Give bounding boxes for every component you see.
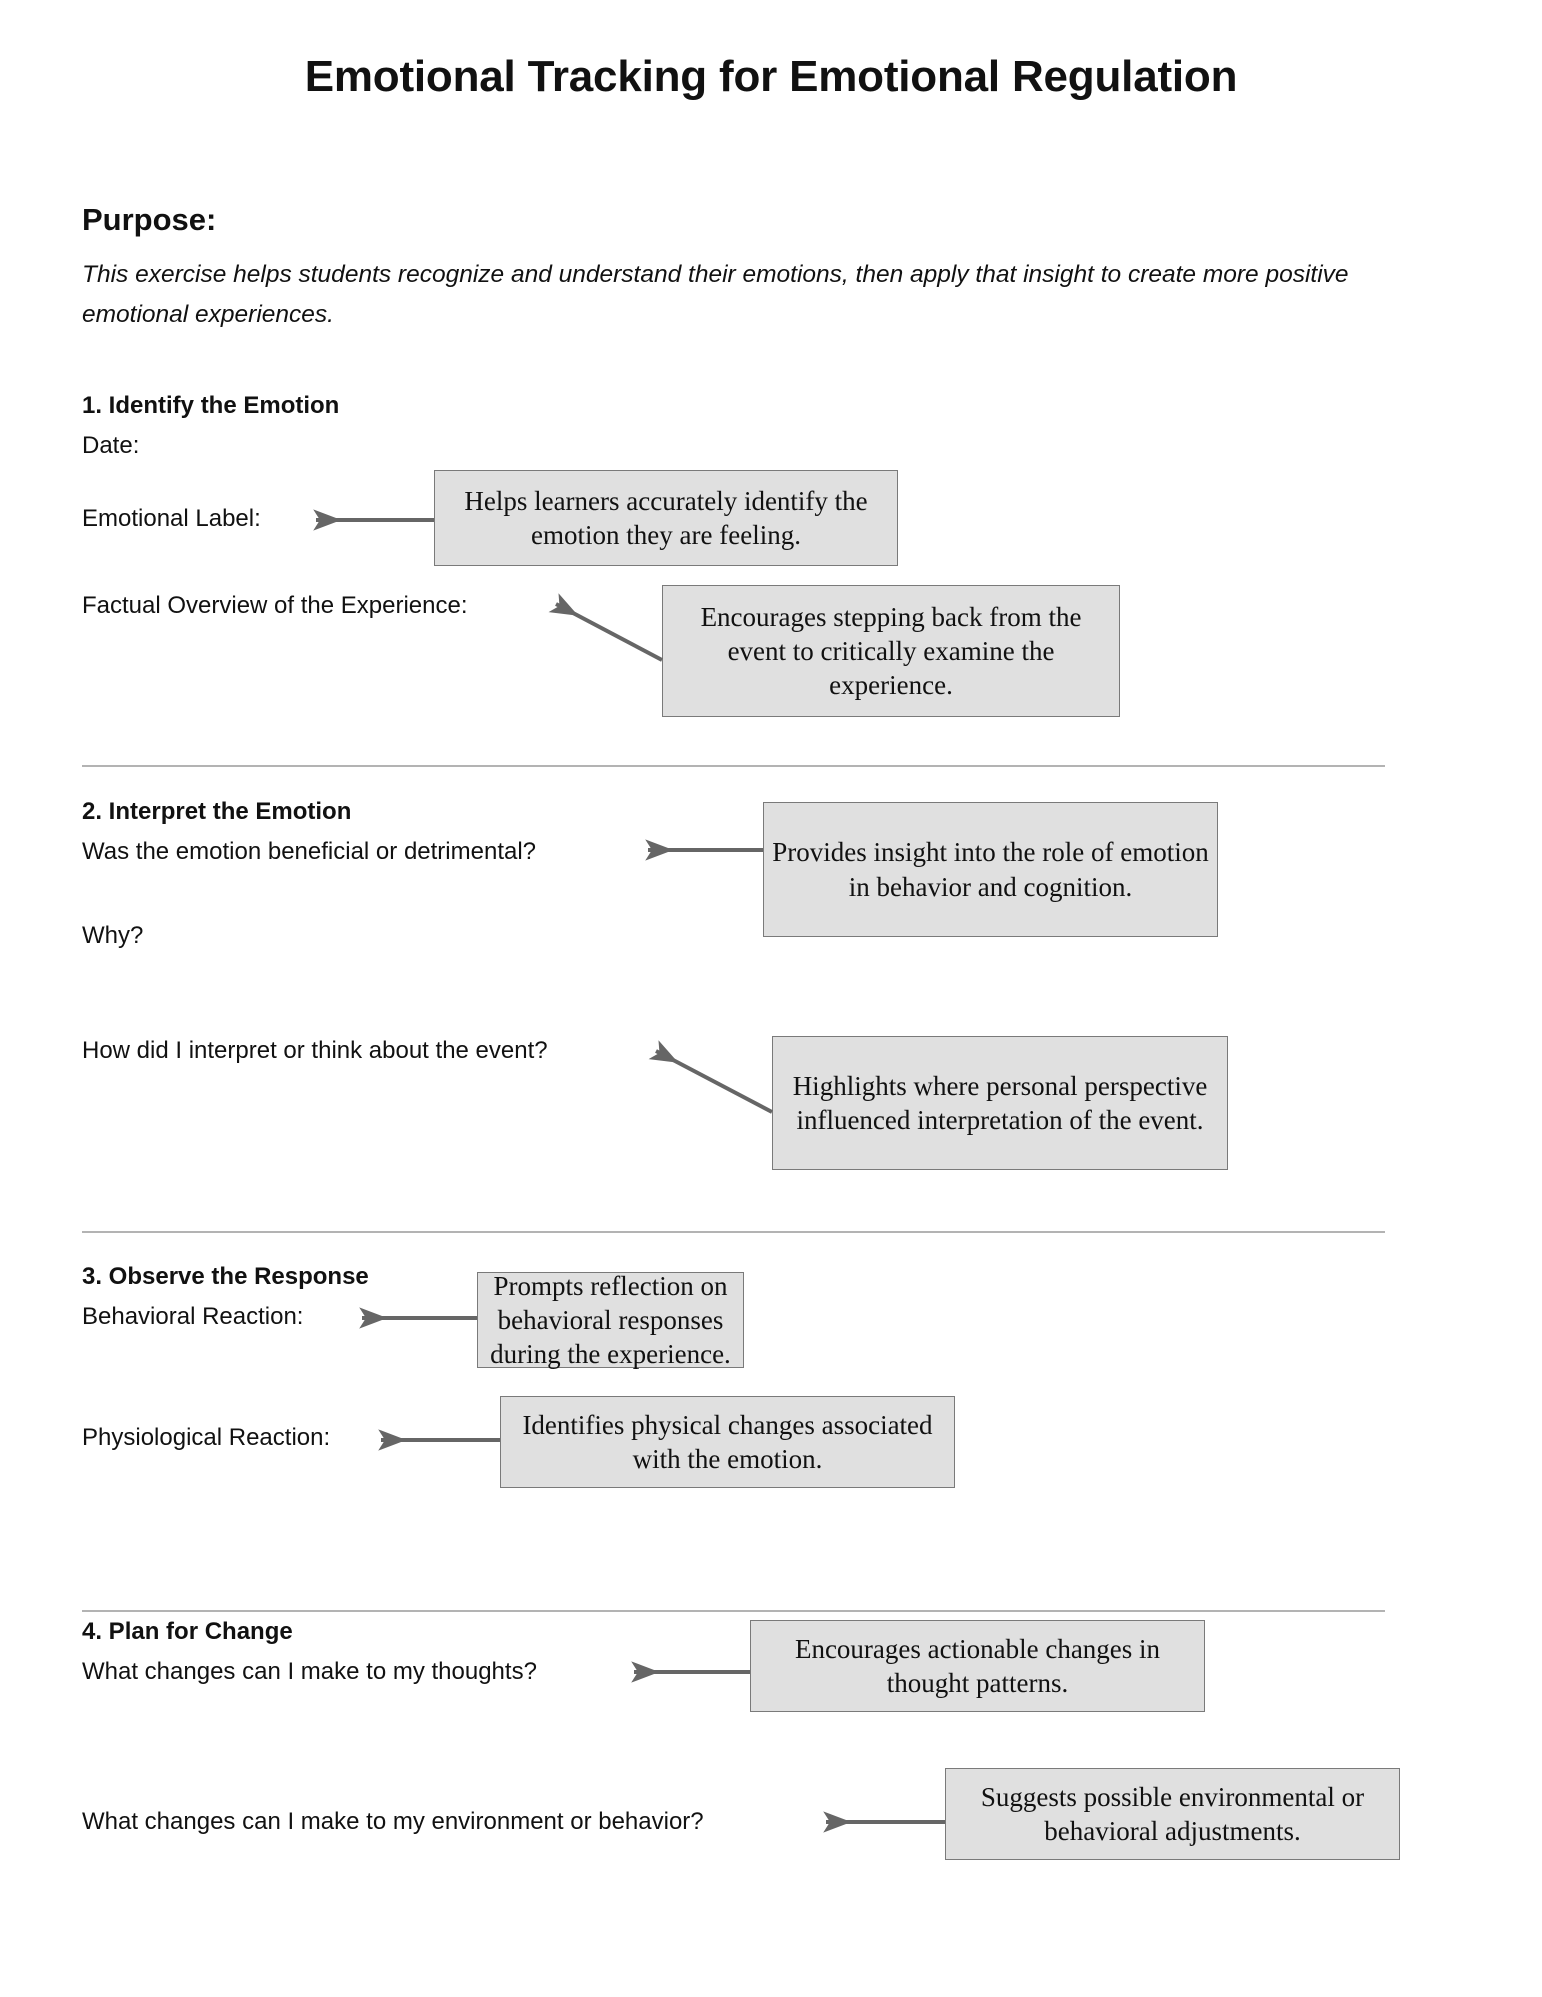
section-divider-2 [82, 1231, 1385, 1233]
callout-emotional-label-text: Helps learners accurately identify the e… [464, 485, 868, 550]
prompt-behavioral-reaction: Behavioral Reaction: [82, 1303, 304, 1330]
prompt-why: Why? [82, 922, 144, 949]
callout-interpretation: Highlights where personal perspective in… [772, 1036, 1228, 1170]
arrow-to-factual-overview [548, 593, 663, 662]
page-title: Emotional Tracking for Emotional Regulat… [304, 52, 1238, 101]
callout-physiological-reaction-text: Identifies physical changes associated w… [522, 1409, 933, 1474]
section-3-heading: 3. Observe the Response [82, 1263, 369, 1290]
callout-beneficial-detrimental: Provides insight into the role of emotio… [763, 802, 1218, 937]
callout-thought-changes: Encourages actionable changes in thought… [750, 1620, 1205, 1712]
callout-emotional-label: Helps learners accurately identify the e… [434, 470, 898, 566]
callout-factual-overview: Encourages stepping back from the event … [662, 585, 1120, 717]
callout-environment-changes: Suggests possible environmental or behav… [945, 1768, 1400, 1860]
section-1-heading: 1. Identify the Emotion [82, 392, 340, 419]
prompt-environment-changes: What changes can I make to my environmen… [82, 1808, 704, 1835]
purpose-heading: Purpose: [82, 202, 217, 237]
prompt-date: Date: [82, 432, 140, 459]
section-divider-1 [82, 765, 1385, 767]
section-2-heading: 2. Interpret the Emotion [82, 798, 352, 825]
prompt-beneficial-detrimental: Was the emotion beneficial or detrimenta… [82, 838, 537, 865]
purpose-body: This exercise helps students recognize a… [82, 261, 1349, 328]
prompt-thought-changes: What changes can I make to my thoughts? [82, 1658, 537, 1685]
callout-environment-changes-text: Suggests possible environmental or behav… [980, 1781, 1365, 1846]
callout-behavioral-reaction-text: Prompts reflection on behavioral respons… [490, 1270, 731, 1370]
callout-factual-overview-text: Encourages stepping back from the event … [700, 601, 1082, 701]
callout-beneficial-detrimental-text: Provides insight into the role of emotio… [772, 837, 1209, 902]
arrow-to-interpretation [648, 1040, 773, 1114]
callout-interpretation-text: Highlights where personal perspective in… [792, 1070, 1208, 1135]
prompt-emotional-label: Emotional Label: [82, 505, 261, 532]
prompt-factual-overview: Factual Overview of the Experience: [82, 592, 468, 619]
section-4-heading: 4. Plan for Change [82, 1618, 293, 1645]
prompt-interpretation: How did I interpret or think about the e… [82, 1037, 548, 1064]
section-divider-3 [82, 1610, 1385, 1612]
callout-thought-changes-text: Encourages actionable changes in thought… [794, 1633, 1161, 1698]
callout-behavioral-reaction: Prompts reflection on behavioral respons… [477, 1271, 744, 1369]
callout-physiological-reaction: Identifies physical changes associated w… [500, 1396, 955, 1488]
prompt-physiological-reaction: Physiological Reaction: [82, 1424, 331, 1451]
